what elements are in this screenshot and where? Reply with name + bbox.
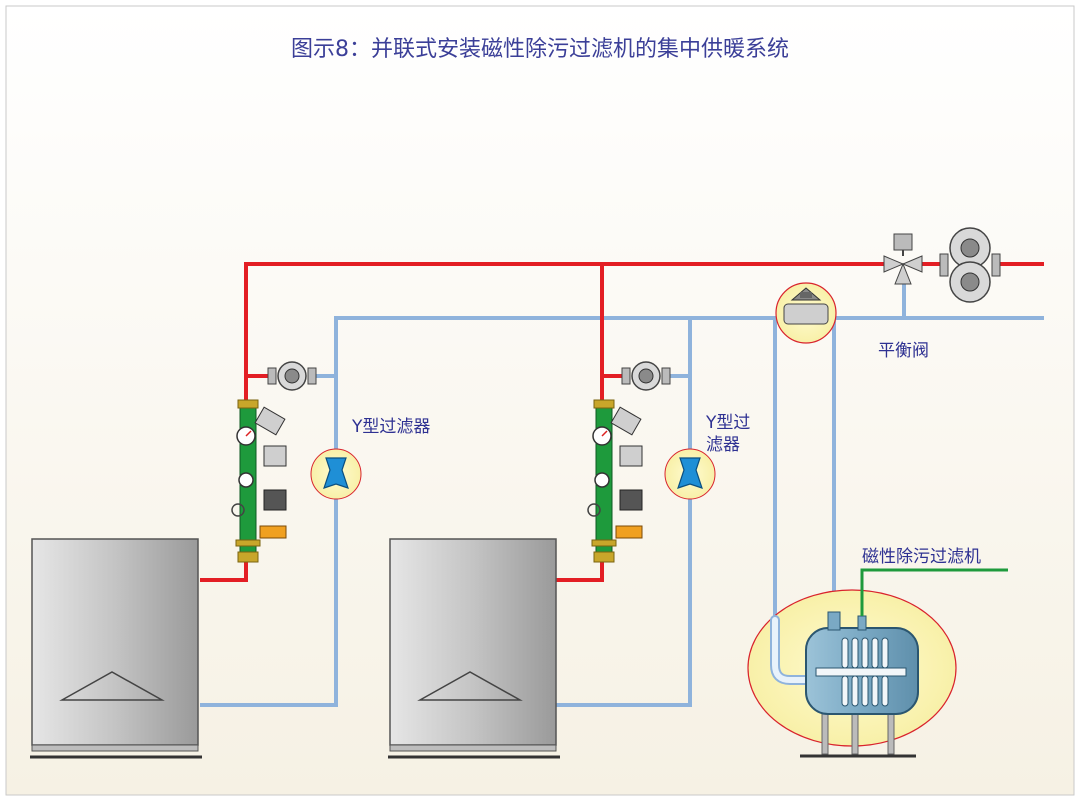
air-vent-icon: [619, 445, 643, 467]
valve-group-1: [231, 399, 287, 563]
boiler-1: [30, 538, 202, 759]
boiler-2-flame-icon: [417, 671, 523, 701]
diagram-title: 图示8：并联式安装磁性除污过滤机的集中供暖系统: [291, 37, 789, 62]
y-strainer-icon: [323, 457, 349, 489]
boiler-pump-1-icon: [267, 361, 317, 391]
return-piping: [200, 282, 1044, 707]
three-way-valve-icon: [883, 233, 923, 285]
balance-valve-label: 平衡阀: [878, 341, 929, 361]
thermometer-icon: [594, 472, 610, 488]
controller-signal-line: [860, 568, 1008, 616]
return-line-boiler-2: [556, 318, 692, 707]
relief-valve-icon: [263, 489, 287, 511]
boiler-pump-2-icon: [621, 361, 671, 391]
relief-valve-icon: [619, 489, 643, 511]
boiler-1-flame-icon: [59, 671, 165, 701]
magnetic-filter-label: 磁性除污过滤机: [862, 547, 981, 567]
actuator-icon: [254, 406, 286, 436]
balance-valve-icon: [783, 303, 829, 325]
drain-valve-icon: [259, 525, 287, 539]
balancing-valve: [775, 282, 837, 344]
drain-valve-icon: [615, 525, 643, 539]
thermometer-icon: [238, 472, 254, 488]
system-pump-pair-icon: [939, 227, 1001, 303]
magnetic-dirt-separator: [747, 589, 957, 758]
air-vent-icon: [263, 445, 287, 467]
y-strainer-2: [664, 448, 716, 500]
actuator-icon: [610, 406, 642, 436]
supply-line-boiler-2: [556, 264, 604, 582]
y-strainer-1-label: Y型过滤器: [352, 417, 431, 437]
valve-group-2: [587, 399, 643, 563]
y-strainer-1: [310, 448, 362, 500]
y-strainer-2-label: Y型过滤器: [706, 413, 751, 455]
boiler-2: [388, 538, 560, 759]
y-strainer-icon: [677, 457, 703, 489]
